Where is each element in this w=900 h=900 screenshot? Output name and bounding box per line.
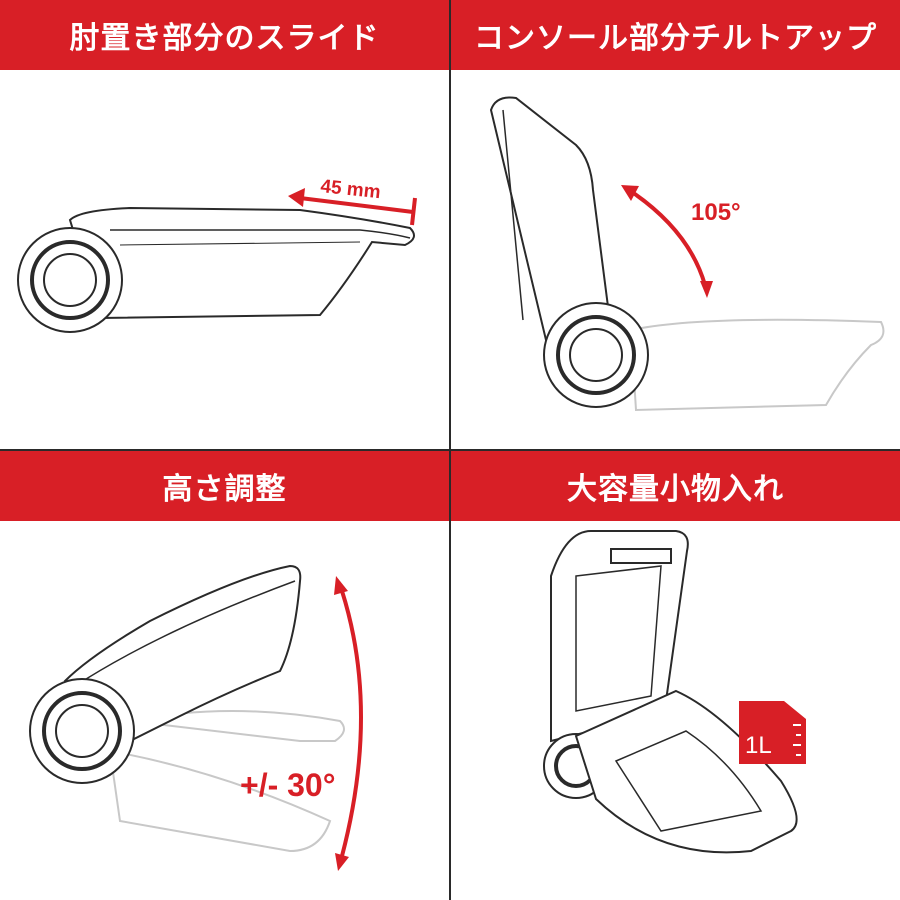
panel-title: 高さ調整: [162, 472, 287, 507]
panel-title: コンソール部分チルトアップ: [474, 21, 877, 56]
panel-height-adjust: 高さ調整 +/- 30°: [0, 451, 449, 900]
horizontal-divider: [0, 449, 900, 451]
slide-distance-label: 45 mm: [319, 176, 381, 203]
panel-header: 大容量小物入れ: [451, 451, 900, 521]
capacity-label: 1L: [745, 732, 772, 759]
panel-title: 大容量小物入れ: [567, 472, 784, 507]
panel-tilt-up: コンソール部分チルトアップ 105°: [451, 0, 900, 449]
height-angle-label: +/- 30°: [240, 767, 336, 803]
panel-header: 高さ調整: [0, 451, 449, 521]
panel-slide: 肘置き部分のスライド 45 mm: [0, 0, 449, 449]
panel-title: 肘置き部分のスライド: [69, 21, 380, 56]
armrest-slide-illustration: 45 mm: [0, 70, 449, 449]
panel-header: 肘置き部分のスライド: [0, 0, 449, 70]
panel-header: コンソール部分チルトアップ: [451, 0, 900, 70]
console-tilt-illustration: 105°: [451, 70, 900, 449]
tilt-angle-label: 105°: [691, 199, 741, 226]
panel-storage: 大容量小物入れ 1L: [451, 451, 900, 900]
height-adjust-illustration: +/- 30°: [0, 521, 449, 900]
storage-compartment-illustration: 1L: [451, 521, 900, 900]
